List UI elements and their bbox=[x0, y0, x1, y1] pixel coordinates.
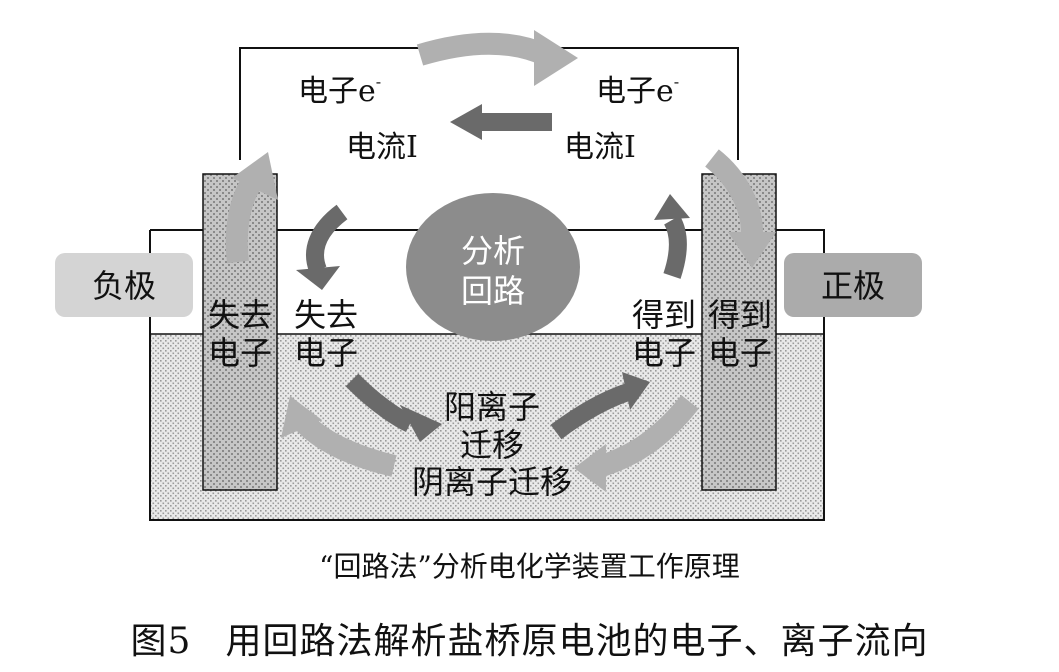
figure-caption: 图5 用回路法解析盐桥原电池的电子、离子流向 bbox=[0, 612, 1059, 664]
center-label-line2: 回路 bbox=[461, 272, 525, 310]
loop-down-left-arrow bbox=[306, 204, 348, 274]
anion-migration-label: 阴离子迁移 bbox=[412, 463, 572, 501]
loop-lower-left-arrow bbox=[345, 373, 415, 433]
anion-migration-left-arrowhead bbox=[281, 396, 322, 438]
electron-flow-top-arrowhead bbox=[534, 30, 578, 86]
figure-title: 用回路法解析盐桥原电池的电子、离子流向 bbox=[225, 621, 929, 662]
right-electrode-text-line2: 电子 bbox=[708, 334, 772, 372]
loop-lower-right-arrowhead bbox=[622, 372, 650, 410]
left-electrode-text-line2: 电子 bbox=[208, 334, 272, 372]
right-inner-text-line2: 电子 bbox=[632, 334, 696, 372]
electron-flow-top-arrow bbox=[416, 32, 550, 66]
analysis-loop-circle bbox=[406, 193, 580, 341]
right-inner-text-line1: 得到 bbox=[632, 296, 696, 334]
figure-number: 图5 bbox=[130, 621, 192, 662]
electron-flow-up-negative-arrow bbox=[225, 175, 262, 264]
loop-lower-right-arrow bbox=[550, 383, 631, 440]
anion-migration-right-arrowhead bbox=[574, 444, 606, 492]
right-electrode-text-line1: 得到 bbox=[708, 296, 772, 334]
left-inner-text-line1: 失去 bbox=[294, 296, 358, 334]
loop-down-left-arrowhead bbox=[296, 266, 340, 290]
center-label-line1: 分析 bbox=[461, 232, 525, 270]
wire-right-electron-label: 电子e- bbox=[596, 72, 679, 109]
cation-migration-line1: 阳离子 bbox=[444, 388, 540, 426]
wire-left-current-label: 电流I bbox=[346, 130, 418, 165]
negative-electrode-box bbox=[55, 253, 193, 317]
current-flow-arrowhead bbox=[450, 104, 482, 140]
electron-flow-down-positive-arrowhead bbox=[728, 232, 776, 268]
loop-up-right-arrow bbox=[663, 215, 687, 279]
left-inner-text-line2: 电子 bbox=[294, 334, 358, 372]
positive-electrode-plate bbox=[701, 173, 777, 491]
positive-electrode-box bbox=[784, 253, 922, 317]
diagram-subtitle: “回路法”分析电化学装置工作原理 bbox=[319, 550, 740, 583]
electron-flow-up-negative-arrowhead bbox=[232, 152, 278, 200]
electron-flow-down-positive-arrow bbox=[704, 149, 763, 233]
wire-left-electron-label: 电子e- bbox=[298, 72, 381, 109]
cell-container bbox=[149, 229, 825, 521]
left-electrode-text-line1: 失去 bbox=[208, 296, 272, 334]
negative-electrode-label: 负极 bbox=[92, 267, 156, 305]
electrochem-diagram: 电子e- 电子e- 电流I 电流I 分析 回路 负极 正极 失去 电子 失去 电… bbox=[55, 30, 922, 521]
positive-electrode-label: 正极 bbox=[821, 267, 885, 305]
cation-migration-line2: 迁移 bbox=[460, 426, 524, 464]
wire-right-current-label: 电流I bbox=[564, 130, 636, 165]
loop-lower-left-arrowhead bbox=[400, 405, 442, 442]
loop-up-right-arrowhead bbox=[654, 194, 690, 220]
